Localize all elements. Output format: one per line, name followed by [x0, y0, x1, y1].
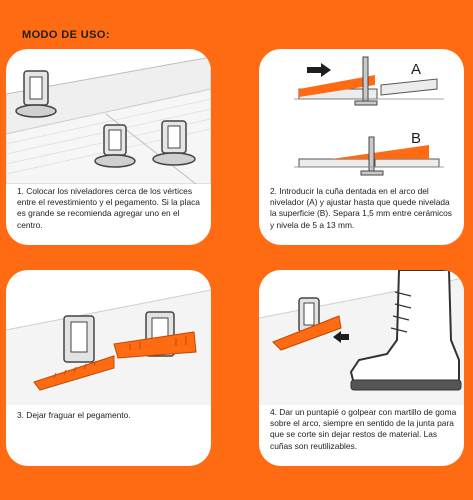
step-2-illustration: A B	[294, 56, 444, 176]
label-b: B	[411, 130, 421, 147]
leveler-with-wedge-2	[113, 311, 197, 359]
page-title: MODO DE USO:	[22, 29, 110, 41]
step-1-caption: 1. Colocar los niveladores cerca de los …	[17, 186, 200, 230]
step-2-caption: 2. Introducir la cuña dentada en el arco…	[270, 186, 452, 230]
leveler-clip-2	[94, 124, 136, 168]
step-4-illustration	[259, 270, 464, 405]
leveler-with-wedge	[272, 297, 342, 351]
step-3-panel: 3. Dejar fraguar el pegamento.	[6, 270, 211, 466]
leveler-clip-3	[152, 120, 196, 166]
tile-top	[6, 56, 211, 135]
diagram-b: B	[294, 130, 444, 176]
step-1-panel: 1. Colocar los niveladores cerca de los …	[6, 49, 211, 245]
leveler-with-wedge-1	[33, 315, 115, 391]
wedge-a	[299, 75, 375, 97]
tile-a-right	[380, 78, 438, 96]
diagram-a: A	[294, 56, 444, 106]
boot-icon	[349, 270, 462, 391]
arrow-left-icon	[333, 331, 349, 343]
step-2-panel: A B 2. Introducir la cuña dentada en el …	[259, 49, 464, 245]
step-1-illustration	[6, 56, 211, 184]
wedge-1	[33, 355, 115, 391]
step-3-illustration	[6, 289, 211, 405]
step-4-caption: 4. Dar un puntapié o golpear con martill…	[270, 407, 457, 451]
step-3-caption: 3. Dejar fraguar el pegamento.	[17, 410, 131, 420]
arrow-right-icon	[307, 63, 331, 77]
leveler-clip-1	[15, 70, 57, 118]
wedge	[272, 315, 342, 351]
tile-b-right	[374, 158, 440, 168]
wedge-b	[331, 145, 429, 159]
step-4-panel: 4. Dar un puntapié o golpear con martill…	[259, 270, 464, 466]
tile-b-left	[298, 158, 370, 168]
label-a: A	[411, 61, 421, 78]
